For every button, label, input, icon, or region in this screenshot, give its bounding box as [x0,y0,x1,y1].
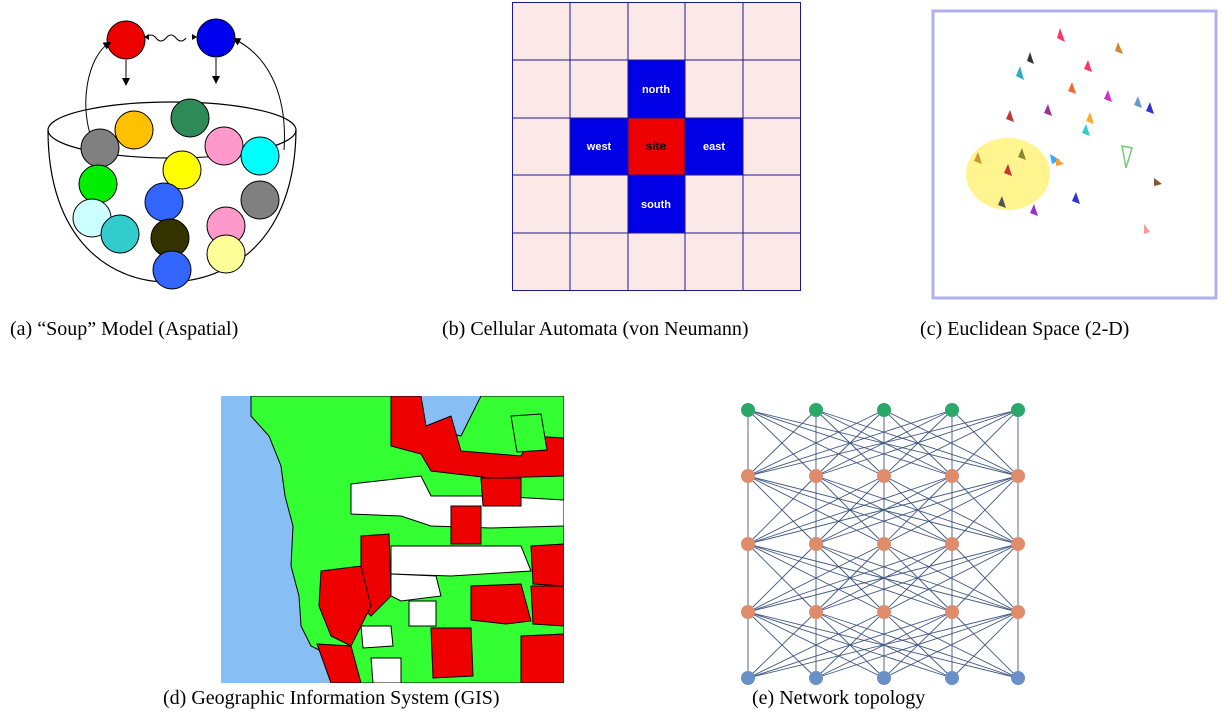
network-node [945,537,959,551]
network-node [741,403,755,417]
interaction-squiggle [145,34,187,42]
network-edge [747,475,885,545]
network-edge [747,543,1019,613]
network-node [877,671,891,685]
network-edge [883,543,1019,613]
network-edge [883,409,1019,477]
network-edge [951,409,1019,477]
gis-panel [221,396,564,683]
network-edge [951,611,1019,679]
network-edge [747,409,953,477]
euclidean-space-plot [931,9,1218,300]
network-edge [883,611,1019,679]
network-node [945,671,959,685]
network-node [809,671,823,685]
network-edges [747,409,1019,679]
network-node [945,469,959,483]
network-edge [747,475,1019,545]
network-node [1011,671,1025,685]
network-edge [747,409,1019,477]
euclidean-space-panel [930,8,1220,303]
network-node [945,605,959,619]
gis-caption: (d) Geographic Information System (GIS) [163,687,500,709]
cellular-automata-grid: north west site east south [512,2,801,291]
network-node [809,605,823,619]
network-node [945,403,959,417]
network-edge [951,475,1019,545]
network-edge [815,409,1019,477]
network-edge [747,543,885,613]
network-panel [736,398,1036,690]
network-nodes [741,403,1025,685]
network-node [877,605,891,619]
site-cell [628,118,685,175]
north-cell [628,60,685,118]
network-node [741,537,755,551]
site-label: site [646,139,667,153]
west-cell [570,118,628,175]
soup-model-panel [40,10,310,300]
network-diagram [741,403,1025,685]
network-caption: (e) Network topology [752,687,926,709]
network-node [809,537,823,551]
network-node [1011,403,1025,417]
east-cell [685,118,743,175]
network-node [1011,605,1025,619]
loop-arrow-right [232,38,285,151]
network-node [877,537,891,551]
euclid-caption: (c) Euclidean Space (2-D) [920,318,1130,340]
network-node [741,469,755,483]
network-node [877,403,891,417]
network-edge [747,611,953,679]
cellular-automata-panel: north west site east south [512,2,802,294]
gis-map [221,396,564,683]
south-cell [628,175,685,233]
network-node [877,469,891,483]
west-label: west [586,141,612,153]
network-edge [747,611,817,679]
network-edge [747,409,817,477]
network-edge [747,475,953,545]
soup-caption: (a) “Soup” Model (Aspatial) [10,318,239,340]
ca-caption: (b) Cellular Automata (von Neumann) [442,318,749,340]
network-edge [747,611,1019,679]
south-label: south [641,199,671,211]
network-node [741,671,755,685]
network-edge [815,543,1019,613]
network-edge [747,543,953,613]
agent-markers [974,28,1162,234]
network-edge [883,475,1019,545]
network-node [809,469,823,483]
network-node [741,605,755,619]
network-node [809,403,823,417]
network-edge [747,543,817,613]
soup-model-diagram [47,18,297,290]
network-node [1011,469,1025,483]
network-node [1011,537,1025,551]
network-edge [747,475,817,545]
north-label: north [642,84,670,96]
east-label: east [703,141,725,153]
blue-agent [196,18,236,58]
red-agent [106,20,146,60]
network-edge [951,543,1019,613]
network-edge [815,611,1019,679]
network-edge [747,611,885,679]
network-edge [747,409,885,477]
network-edge [815,475,1019,545]
